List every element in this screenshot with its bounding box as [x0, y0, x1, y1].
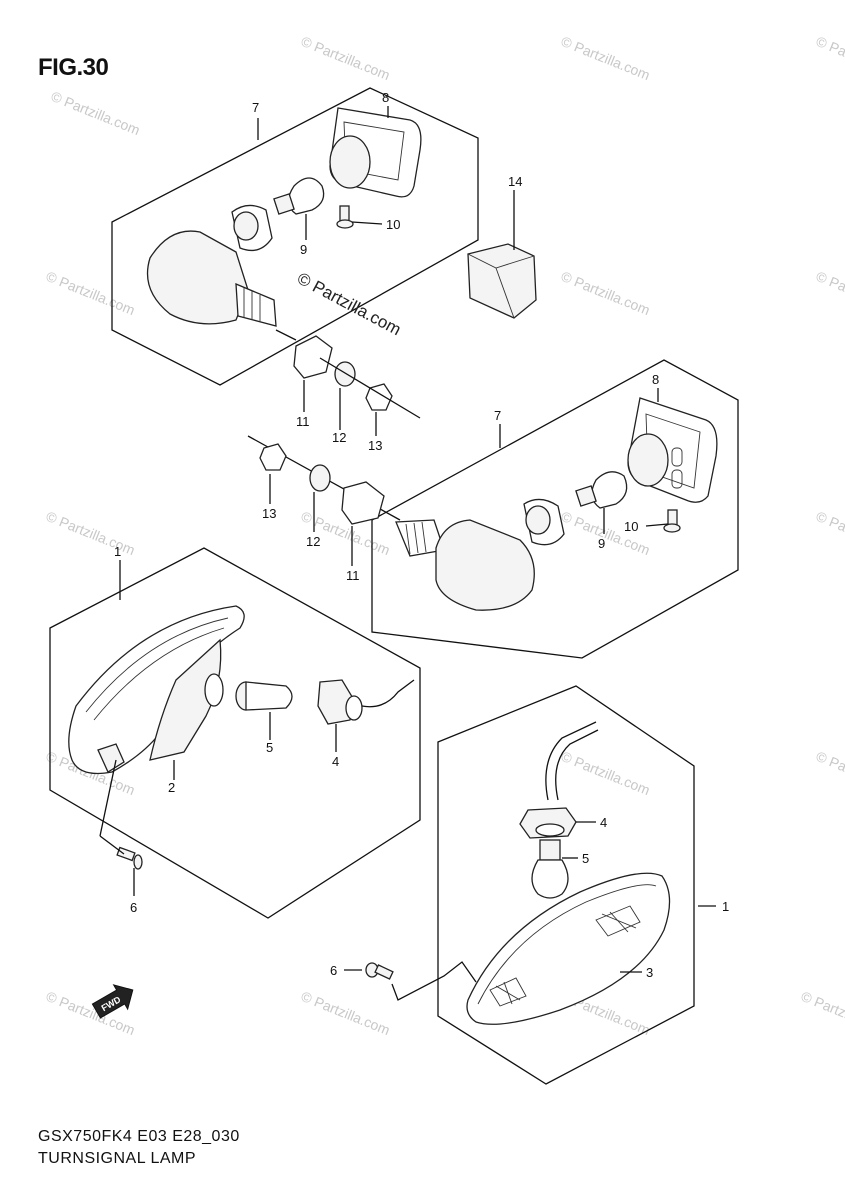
callout-5-right: 5 — [582, 851, 589, 866]
lens-part-8 — [329, 107, 422, 198]
callout-1-right: 1 — [722, 899, 729, 914]
left-front-turn-signal-assembly: 1 2 5 4 6 — [49, 544, 421, 919]
relay-part-14: 14 — [467, 174, 537, 319]
callout-3-right: 3 — [646, 965, 653, 980]
callout-5-left: 5 — [266, 740, 273, 755]
right-front-turn-signal-assembly: 1 4 5 3 6 — [330, 685, 729, 1085]
socket-part-4 — [317, 679, 415, 725]
callout-2-left: 2 — [168, 780, 175, 795]
watermark-text: © Partzilla.com — [814, 508, 845, 558]
callout-4-right: 4 — [600, 815, 607, 830]
callout-7-upper: 7 — [252, 100, 259, 115]
lens-part-3 — [466, 872, 671, 1025]
callout-1-left: 1 — [114, 544, 121, 559]
callout-6-right: 6 — [330, 963, 337, 978]
callout-6-left: 6 — [130, 900, 137, 915]
callout-11-lower: 11 — [346, 568, 360, 583]
watermark-text: © Partzilla.com — [559, 748, 652, 798]
watermark-text: © Partzilla.com — [299, 33, 392, 83]
callout-10-right: 10 — [624, 519, 638, 534]
assembly-boundary-upper-left — [111, 87, 479, 386]
model-code: GSX750FK4 E03 E28_030 — [38, 1128, 240, 1145]
socket-part-4 — [519, 807, 577, 839]
screw-part-6 — [365, 962, 394, 980]
callout-9-right: 9 — [598, 536, 605, 551]
bulb-part-9 — [273, 177, 325, 215]
callout-8-upper: 8 — [382, 90, 389, 105]
watermark-main: © Partzilla.com — [294, 269, 404, 340]
callout-13-lower: 13 — [262, 506, 276, 521]
callout-4-left: 4 — [332, 754, 339, 769]
housing — [395, 519, 535, 611]
socket — [523, 498, 565, 546]
watermark-text: © Partzilla.com — [799, 988, 845, 1038]
callout-12-upper: 12 — [332, 430, 346, 445]
mount-hardware-lower — [247, 435, 401, 525]
screw-part-6 — [116, 846, 143, 870]
bulb-part-5 — [235, 681, 293, 711]
watermark-text: © Partzilla.com — [44, 268, 137, 318]
fwd-arrow-icon: FWD — [91, 984, 134, 1019]
mount-hardware-upper — [293, 335, 421, 419]
watermark-text: © Partzilla.com — [814, 33, 845, 83]
bulb-part-5 — [531, 839, 569, 899]
housing — [146, 230, 297, 341]
socket — [231, 204, 273, 252]
lens-housing-part-2 — [68, 605, 245, 775]
figure-title: FIG.30 — [38, 54, 109, 81]
assembly-boundary-right — [371, 359, 739, 659]
bulb-part-9 — [575, 471, 628, 509]
watermark-text: © Partzilla.com — [44, 508, 137, 558]
callout-10-upper: 10 — [386, 217, 400, 232]
callout-9-upper: 9 — [300, 242, 307, 257]
callout-7-right: 7 — [494, 408, 501, 423]
section-name: TURNSIGNAL LAMP — [38, 1150, 197, 1167]
watermark-text: © Partzilla.com — [49, 88, 142, 138]
watermark-text: © Partzilla.com — [559, 268, 652, 318]
screw-part-10 — [663, 509, 681, 533]
callout-13-upper: 13 — [368, 438, 382, 453]
right-turn-signal-assembly: 7 8 9 10 13 12 11 — [247, 359, 739, 659]
watermark-text: © Partzilla.com — [299, 988, 392, 1038]
watermark-text: © Partzilla.com — [814, 268, 845, 318]
assembly-boundary-lower-right — [437, 685, 695, 1085]
callout-12-lower: 12 — [306, 534, 320, 549]
callout-14: 14 — [508, 174, 522, 189]
screw-part-10 — [336, 205, 354, 229]
watermark-text: © Partzilla.com — [814, 748, 845, 798]
callout-11-upper: 11 — [296, 414, 310, 429]
lens-part-8 — [627, 397, 718, 503]
callout-8-right: 8 — [652, 372, 659, 387]
watermark-text: © Partzilla.com — [559, 33, 652, 83]
upper-left-turn-signal-assembly: 7 8 9 10 11 12 13 — [111, 87, 479, 453]
assembly-boundary-left — [49, 547, 421, 919]
